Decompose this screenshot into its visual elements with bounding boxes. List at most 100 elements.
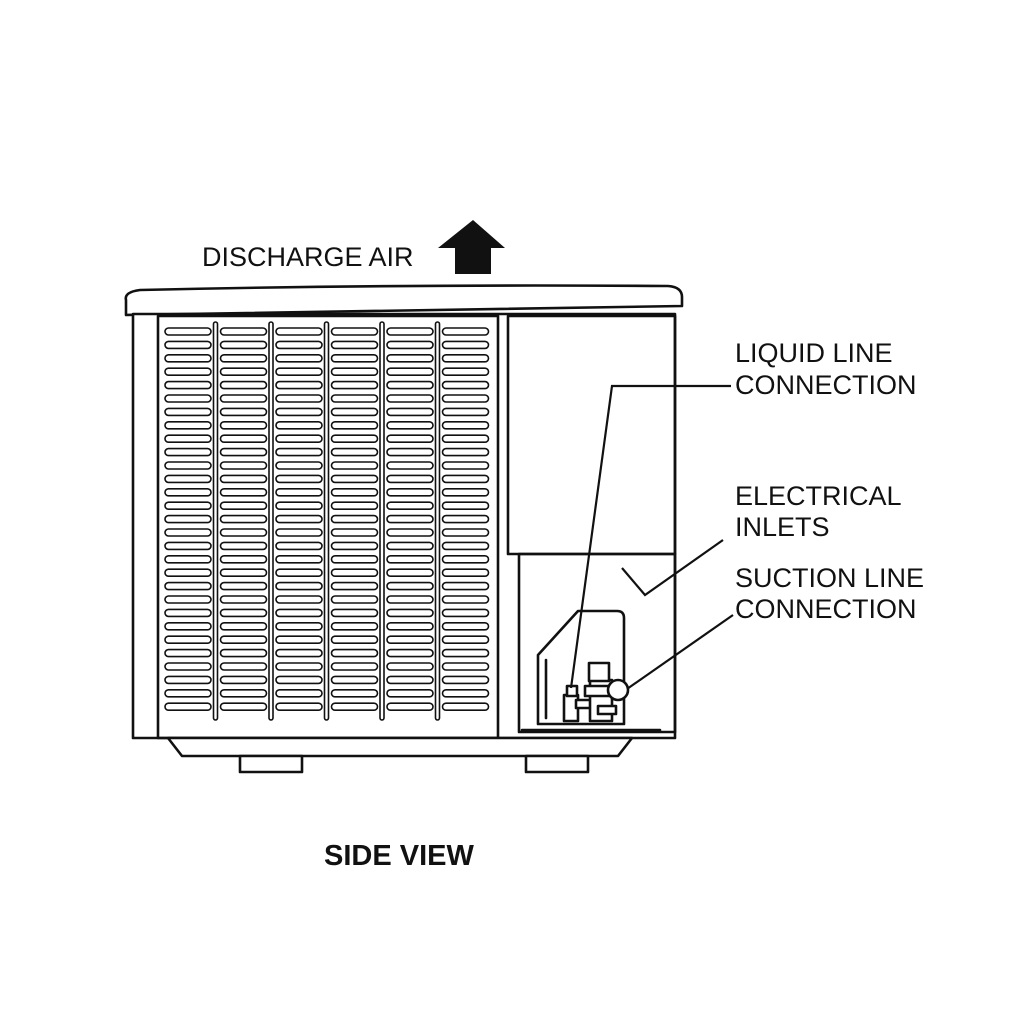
- louver-slat: [164, 675, 212, 685]
- louver-slat: [441, 501, 490, 511]
- suction-line-label-1: SUCTION LINE: [735, 563, 924, 593]
- louver-slat: [164, 635, 212, 645]
- louver-slat: [386, 461, 434, 470]
- louver-slat: [219, 461, 268, 470]
- unit-base: [166, 736, 634, 774]
- electrical-inlets-label-1: ELECTRICAL: [735, 481, 902, 511]
- electrical-inlets-leader: [621, 539, 724, 597]
- louver-slat: [330, 487, 379, 497]
- louver-grid: [164, 321, 490, 721]
- louver-slat: [219, 608, 268, 618]
- louver-slat: [330, 635, 379, 645]
- louver-slat: [275, 340, 323, 350]
- louver-slat: [275, 702, 323, 712]
- louver-slat: [219, 662, 268, 671]
- louver-slat: [386, 635, 434, 645]
- liquid-line-leader: [569, 384, 731, 689]
- louver-slat: [386, 367, 434, 377]
- louver-slat: [441, 487, 490, 497]
- louver-slat: [441, 621, 490, 631]
- louver-slat: [275, 447, 323, 457]
- louver-slat: [275, 675, 323, 685]
- louver-slat: [164, 447, 212, 457]
- louver-slat: [164, 702, 212, 712]
- louver-slat: [164, 621, 212, 631]
- louver-slat: [330, 662, 379, 671]
- louver-slat: [441, 608, 490, 618]
- louver-divider: [268, 321, 274, 721]
- louver-slat: [330, 340, 379, 350]
- louver-slat: [164, 528, 212, 537]
- louver-slat: [275, 380, 323, 390]
- louver-slat: [386, 420, 434, 430]
- louver-slat: [164, 380, 212, 390]
- liquid-line-label-2: CONNECTION: [735, 370, 917, 400]
- louver-slat: [330, 327, 379, 336]
- louver-slat: [441, 568, 490, 578]
- louver-slat: [441, 327, 490, 336]
- louver-slat: [275, 608, 323, 618]
- louver-slat: [275, 595, 323, 604]
- louver-slat: [441, 702, 490, 712]
- louver-slat: [386, 447, 434, 457]
- louver-slat: [219, 568, 268, 578]
- louver-divider: [212, 321, 219, 721]
- louver-slat: [275, 635, 323, 645]
- liquid-line-label-1: LIQUID LINE: [735, 338, 893, 368]
- louver-slat: [219, 514, 268, 524]
- louver-slat: [219, 353, 268, 363]
- louver-slat: [386, 568, 434, 578]
- louver-slat: [441, 380, 490, 390]
- louver-slat: [330, 501, 379, 511]
- louver-slat: [275, 688, 323, 698]
- louver-slat: [275, 501, 323, 511]
- louver-slat: [330, 514, 379, 524]
- louver-slat: [164, 648, 212, 658]
- louver-slat: [275, 474, 323, 484]
- louver-slat: [164, 420, 212, 430]
- louver-slat: [441, 581, 490, 591]
- louver-slat: [164, 407, 212, 417]
- louver-slat: [441, 434, 490, 444]
- louver-slat: [219, 621, 268, 631]
- louver-slat: [330, 675, 379, 685]
- louver-slat: [330, 407, 379, 417]
- louver-slat: [386, 434, 434, 444]
- louver-slat: [275, 327, 323, 336]
- louver-slat: [441, 662, 490, 671]
- louver-slat: [330, 621, 379, 631]
- louver-slat: [330, 420, 379, 430]
- louver-slat: [275, 514, 323, 524]
- louver-slat: [386, 327, 434, 336]
- electrical-inlets-label-2: INLETS: [735, 512, 830, 542]
- louver-slat: [164, 662, 212, 671]
- louver-slat: [164, 581, 212, 591]
- louver-slat: [219, 340, 268, 350]
- louver-slat: [219, 447, 268, 457]
- louver-slat: [219, 702, 268, 712]
- louver-slat: [330, 474, 379, 484]
- louver-divider: [323, 321, 330, 721]
- louver-slat: [441, 420, 490, 430]
- louver-slat: [330, 461, 379, 470]
- louver-slat: [330, 702, 379, 712]
- louver-slat: [164, 327, 212, 336]
- louver-slat: [164, 501, 212, 511]
- louver-slat: [275, 568, 323, 578]
- louver-slat: [330, 648, 379, 658]
- louver-slat: [275, 461, 323, 470]
- louver-slat: [330, 568, 379, 578]
- louver-slat: [275, 434, 323, 444]
- louver-slat: [219, 367, 268, 377]
- louver-slat: [275, 554, 323, 564]
- louver-slat: [275, 394, 323, 403]
- louver-slat: [386, 581, 434, 591]
- louver-slat: [386, 554, 434, 564]
- louver-slat: [219, 688, 268, 698]
- louver-slat: [219, 474, 268, 484]
- louver-slat: [275, 541, 323, 551]
- louver-divider: [379, 321, 385, 721]
- louver-slat: [386, 380, 434, 390]
- side-view-caption: SIDE VIEW: [324, 840, 474, 872]
- louver-slat: [386, 407, 434, 417]
